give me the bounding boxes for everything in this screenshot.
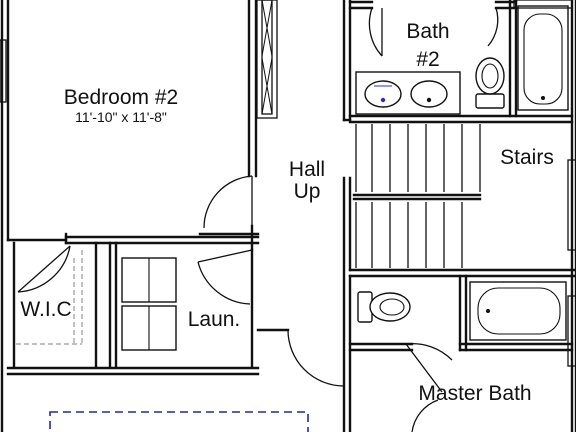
- door-swing-icon: [17, 245, 71, 293]
- door-swing-icon: [405, 342, 453, 393]
- stairs: [352, 124, 482, 268]
- wic-walls: [12, 241, 98, 368]
- bedroom-2-dimensions: 11'-10" x 11'-8": [75, 109, 167, 125]
- toilet-icon: [475, 57, 505, 109]
- door-swing-icon: [203, 175, 253, 236]
- door-swing-icon: [197, 249, 253, 305]
- window: [567, 159, 576, 251]
- toilet-icon: [357, 291, 411, 323]
- wic-label: W.I.C: [20, 298, 71, 321]
- hall-label: Hall: [289, 158, 325, 181]
- door-swing-icon: [256, 328, 345, 387]
- door-swing-icon: [368, 7, 499, 57]
- laundry-label: Laun.: [188, 308, 241, 331]
- master-bath-label: Master Bath: [418, 382, 531, 405]
- bath-2-walls: [348, 0, 574, 124]
- hall-up-label: Up: [294, 180, 321, 203]
- closet-bifold-door: [256, 0, 278, 119]
- door-swing-icon: [411, 399, 439, 432]
- window: [567, 295, 576, 367]
- sink-icon: [355, 71, 461, 115]
- right-wing-walls: [342, 0, 576, 432]
- bathtub-icon: [469, 281, 567, 341]
- ceiling-outline: [49, 411, 309, 432]
- bath-2-label: Bath: [406, 20, 449, 43]
- bedroom-2-label: Bedroom #2: [64, 86, 178, 109]
- bedroom-2-walls: [0, 0, 258, 432]
- corridor-walls: [6, 224, 260, 252]
- bath-2-number-label: #2: [416, 48, 439, 71]
- stairs-label: Stairs: [500, 146, 554, 169]
- window: [0, 39, 7, 103]
- laundry-walls: [6, 241, 260, 376]
- bathtub-icon: [513, 0, 573, 111]
- washer-dryer-icon: [121, 257, 177, 351]
- master-bath-walls: [348, 274, 574, 352]
